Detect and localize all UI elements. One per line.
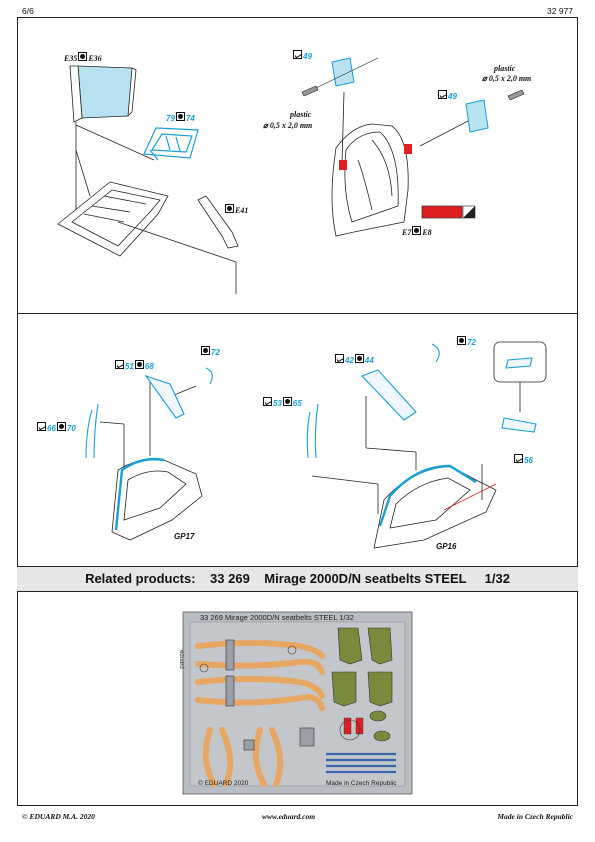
gp16-label: GP16 bbox=[436, 542, 457, 551]
footer-made-in: Made in Czech Republic bbox=[497, 812, 573, 821]
circle-symbol-icon bbox=[354, 354, 364, 364]
bend-symbol-icon bbox=[438, 90, 447, 100]
footer-website[interactable]: www.eduard.com bbox=[262, 812, 316, 821]
circle-symbol-icon bbox=[201, 346, 210, 356]
plastic-right-word: plastic bbox=[494, 64, 516, 73]
red-part-left bbox=[339, 160, 347, 170]
circle-symbol-icon bbox=[78, 52, 88, 62]
plastic-left-dim: ⌀ 0,5 x 2,0 mm bbox=[263, 121, 313, 130]
page-number: 6/6 bbox=[22, 6, 34, 16]
circle-symbol-icon bbox=[56, 422, 66, 432]
circle-symbol-icon bbox=[134, 360, 144, 370]
circle-symbol-icon bbox=[225, 204, 234, 214]
fret-title: 33 269 Mirage 2000D/N seatbelts STEEL 1/… bbox=[200, 613, 354, 622]
red-part-right bbox=[404, 144, 412, 154]
clip-72-right bbox=[431, 343, 440, 363]
bracket-49-right bbox=[465, 99, 489, 133]
footer-copyright: © EDUARD M.A. 2020 bbox=[22, 812, 95, 821]
fret-brand: eduard bbox=[178, 650, 184, 669]
bend-symbol-icon bbox=[293, 50, 302, 60]
bend-symbol-icon bbox=[37, 422, 46, 432]
bend-symbol-icon bbox=[335, 354, 344, 364]
bend-symbol-icon bbox=[115, 360, 124, 370]
etched-frame-blue bbox=[143, 127, 199, 161]
plastic-right-dim: ⌀ 0,5 x 2,0 mm bbox=[482, 74, 532, 83]
circle-symbol-icon bbox=[412, 226, 422, 236]
clip-72-left bbox=[205, 367, 213, 385]
fret-made-in: Made in Czech Republic bbox=[326, 780, 397, 787]
strap-53-65 bbox=[306, 403, 319, 459]
gp17-belt-blue bbox=[114, 457, 165, 531]
circle-symbol-icon bbox=[175, 112, 185, 122]
part-56 bbox=[501, 417, 537, 433]
tag-72-left: 72 bbox=[200, 342, 220, 360]
related-products-bar: Related products: 33 269 Mirage 2000D/N … bbox=[17, 566, 578, 592]
hood-drawing bbox=[57, 65, 239, 294]
circle-symbol-icon bbox=[282, 397, 292, 407]
tag-49-right: 49 bbox=[437, 86, 457, 104]
related-label: Related products: bbox=[85, 571, 196, 586]
related-code: 33 269 bbox=[210, 571, 250, 586]
catalog-number: 32 977 bbox=[547, 6, 573, 16]
circle-symbol-icon bbox=[457, 336, 466, 346]
related-scale: 1/32 bbox=[484, 571, 510, 586]
gp17-label: GP17 bbox=[174, 532, 195, 541]
tag-72-right: 72 bbox=[456, 332, 476, 350]
strap-42-44 bbox=[361, 369, 417, 421]
gp16-belt-blue bbox=[378, 464, 477, 527]
strap-66-70 bbox=[85, 403, 99, 459]
related-name: Mirage 2000D/N seatbelts STEEL bbox=[264, 571, 467, 586]
pe-fret bbox=[182, 611, 413, 795]
plastic-left-word: plastic bbox=[290, 110, 312, 119]
bend-symbol-icon bbox=[263, 397, 272, 407]
gp16-drawing bbox=[311, 341, 547, 549]
seatback-drawing bbox=[331, 91, 471, 237]
strap-51-68 bbox=[144, 374, 185, 419]
tag-49-left: 49 bbox=[292, 46, 312, 64]
tag-56: 56 bbox=[513, 450, 533, 468]
bend-symbol-icon bbox=[514, 454, 523, 464]
fret-copyright: © EDUARD 2020 bbox=[198, 780, 249, 787]
bracket-49-left bbox=[331, 57, 355, 87]
tag-e41: E41 bbox=[224, 200, 248, 218]
red-swatch bbox=[421, 205, 463, 219]
